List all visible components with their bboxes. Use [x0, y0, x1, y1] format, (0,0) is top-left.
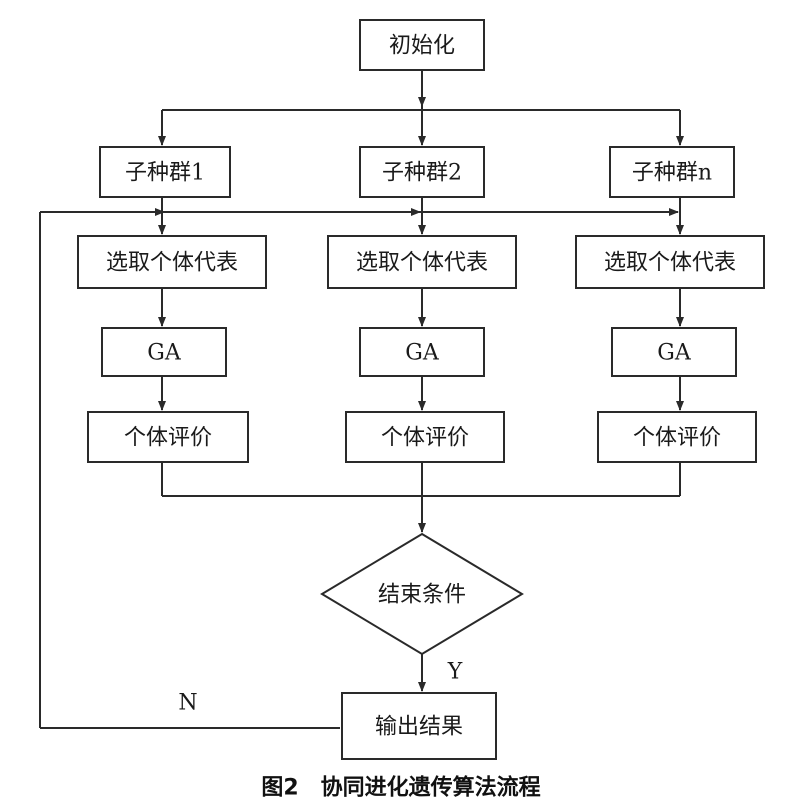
- figure-caption: 图2 协同进化遗传算法流程: [261, 775, 540, 801]
- node-init: 初始化: [359, 19, 485, 71]
- node-select-1: 选取个体代表: [77, 235, 267, 289]
- node-evaluate-2: 个体评价: [345, 411, 505, 463]
- node-select-2-label: 选取个体代表: [356, 251, 488, 276]
- node-output-label: 输出结果: [375, 715, 463, 740]
- node-ga-n: GA: [611, 327, 737, 377]
- node-init-label: 初始化: [389, 34, 455, 59]
- connectors: [39, 70, 684, 729]
- node-end-condition-label: 结束条件: [378, 583, 466, 608]
- node-ga-n-label: GA: [657, 341, 692, 366]
- node-ga-1-label: GA: [147, 341, 182, 366]
- node-evaluate-n-label: 个体评价: [633, 426, 721, 451]
- node-select-n-label: 选取个体代表: [604, 251, 736, 276]
- node-ga-1: GA: [101, 327, 227, 377]
- node-subpop-n: 子种群n: [609, 146, 735, 198]
- node-subpop-2-label: 子种群2: [382, 161, 462, 186]
- edge-label-yes: Y: [447, 660, 463, 685]
- node-end-condition: 结束条件: [320, 532, 524, 656]
- node-evaluate-2-label: 个体评价: [381, 426, 469, 451]
- node-subpop-n-label: 子种群n: [632, 161, 712, 186]
- node-subpop-1: 子种群1: [99, 146, 231, 198]
- node-select-n: 选取个体代表: [575, 235, 765, 289]
- node-output: 输出结果: [341, 692, 497, 760]
- node-ga-2: GA: [359, 327, 485, 377]
- node-select-2: 选取个体代表: [327, 235, 517, 289]
- node-evaluate-n: 个体评价: [597, 411, 757, 463]
- node-evaluate-1: 个体评价: [87, 411, 249, 463]
- edge-label-no: N: [178, 691, 197, 716]
- node-subpop-2: 子种群2: [359, 146, 485, 198]
- node-ga-2-label: GA: [405, 341, 440, 366]
- node-subpop-1-label: 子种群1: [125, 161, 205, 186]
- node-select-1-label: 选取个体代表: [106, 251, 238, 276]
- node-evaluate-1-label: 个体评价: [124, 426, 212, 451]
